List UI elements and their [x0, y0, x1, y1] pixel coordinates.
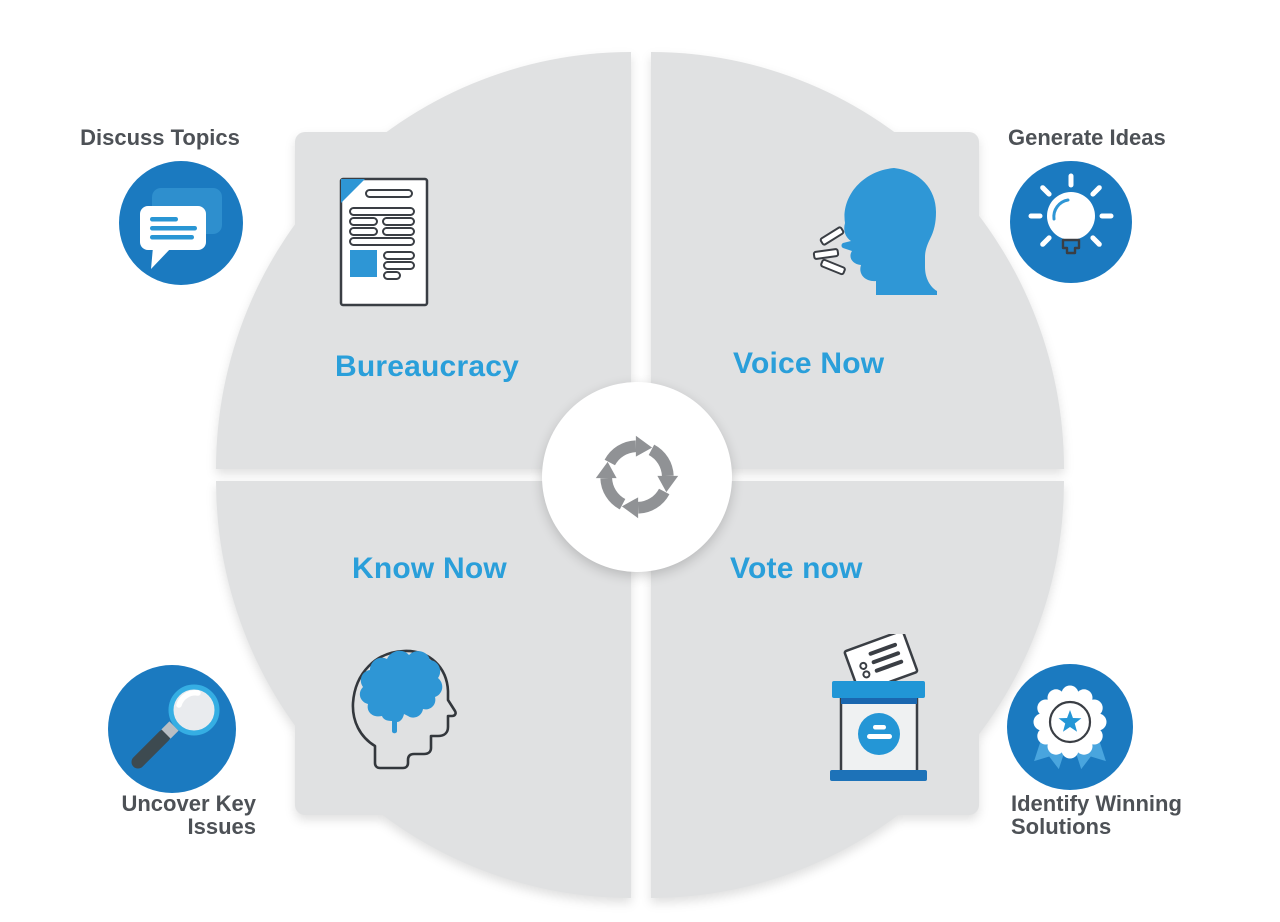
head-brain-icon: [342, 642, 462, 770]
chat-bubbles-icon: [119, 161, 243, 285]
quadrant-label-voice-now: Voice Now: [733, 347, 885, 380]
generate-ideas-label: Generate Ideas: [1008, 125, 1166, 150]
magnifying-glass-icon: [108, 665, 236, 793]
lightbulb-icon: [1010, 161, 1132, 283]
ballot-box-icon: [826, 634, 930, 782]
quadrant-label-bureaucracy: Bureaucracy: [335, 350, 519, 383]
center-circle: [542, 382, 732, 572]
identify-winning-solutions-label: Identify Winning Solutions: [1011, 792, 1231, 838]
award-rosette-icon: [1007, 664, 1133, 790]
uncover-key-issues-line1: Uncover Key: [121, 791, 256, 816]
discuss-topics-label: Discuss Topics: [80, 125, 240, 150]
quadrant-label-vote-now: Vote now: [730, 552, 863, 585]
cycle-arrows-icon: [581, 421, 693, 533]
uncover-key-issues-label: Uncover Key Issues: [60, 792, 256, 838]
uncover-key-issues-line2: Issues: [187, 814, 257, 839]
quadrant-label-know-now: Know Now: [352, 552, 507, 585]
speaking-head-icon: [798, 164, 938, 296]
identify-winning-solutions-line1: Identify Winning: [1011, 791, 1182, 816]
identify-winning-solutions-line2: Solutions: [1011, 814, 1112, 839]
document-icon: [338, 176, 430, 308]
